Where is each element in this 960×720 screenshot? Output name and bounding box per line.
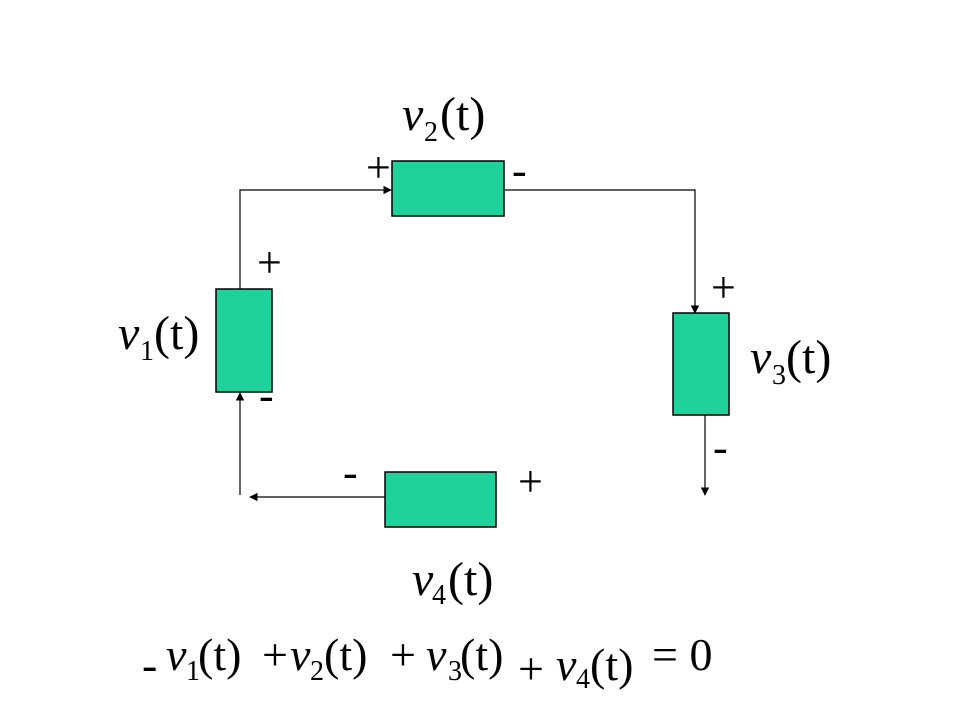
svg-text:1: 1: [186, 656, 200, 687]
v3-minus-sign: -: [713, 423, 728, 472]
component-v2: [391, 160, 505, 217]
svg-text:v: v: [750, 331, 772, 384]
svg-text:3: 3: [772, 360, 786, 391]
v4-minus-sign: -: [343, 448, 358, 497]
equation-plus-2: +: [390, 629, 416, 680]
equation-equals: = 0: [652, 629, 712, 680]
label-v2: v 2 (t): [402, 88, 485, 148]
wire-top-right: [505, 189, 700, 314]
svg-text:(t): (t): [198, 629, 241, 680]
svg-text:(t): (t): [154, 307, 199, 360]
component-v4: [384, 471, 497, 528]
v1-minus-sign: -: [259, 371, 274, 420]
v2-plus-sign: +: [366, 143, 391, 192]
component-v1: [215, 288, 273, 393]
svg-text:v: v: [426, 629, 447, 680]
svg-text:(t): (t): [448, 553, 493, 606]
wire-left-top: [239, 185, 392, 290]
svg-text:v: v: [556, 639, 577, 690]
label-v4: v 4 (t): [412, 553, 493, 611]
svg-text:(t): (t): [440, 88, 485, 141]
svg-text:v: v: [412, 553, 434, 606]
equation-plus-1: +: [262, 629, 288, 680]
v3-plus-sign: +: [711, 263, 736, 312]
svg-text:1: 1: [140, 336, 154, 367]
label-v1: v 1 (t): [118, 307, 199, 367]
component-v3: [672, 312, 730, 416]
svg-text:(t): (t): [460, 629, 503, 680]
svg-text:3: 3: [448, 656, 462, 687]
label-v3: v 3 (t): [750, 331, 831, 391]
svg-text:(t): (t): [786, 331, 831, 384]
v2-minus-sign: -: [512, 146, 527, 195]
svg-text:4: 4: [576, 664, 590, 695]
v1-plus-sign: +: [257, 238, 282, 287]
svg-text:v: v: [166, 629, 187, 680]
svg-text:4: 4: [432, 580, 446, 611]
svg-text:v: v: [118, 307, 140, 360]
equation-lead-sign: -: [142, 639, 157, 690]
v4-plus-sign: +: [518, 457, 543, 506]
svg-text:2: 2: [310, 656, 324, 687]
svg-text:(t): (t): [590, 639, 633, 690]
svg-text:v: v: [402, 88, 424, 141]
svg-text:v: v: [290, 629, 311, 680]
svg-text:2: 2: [424, 117, 438, 148]
svg-text:(t): (t): [324, 629, 367, 680]
equation-plus-3: +: [518, 643, 544, 694]
kvl-equation: - v 1 (t) + v 2 (t) + v 3 (t) + v 4 (t) …: [142, 629, 712, 695]
